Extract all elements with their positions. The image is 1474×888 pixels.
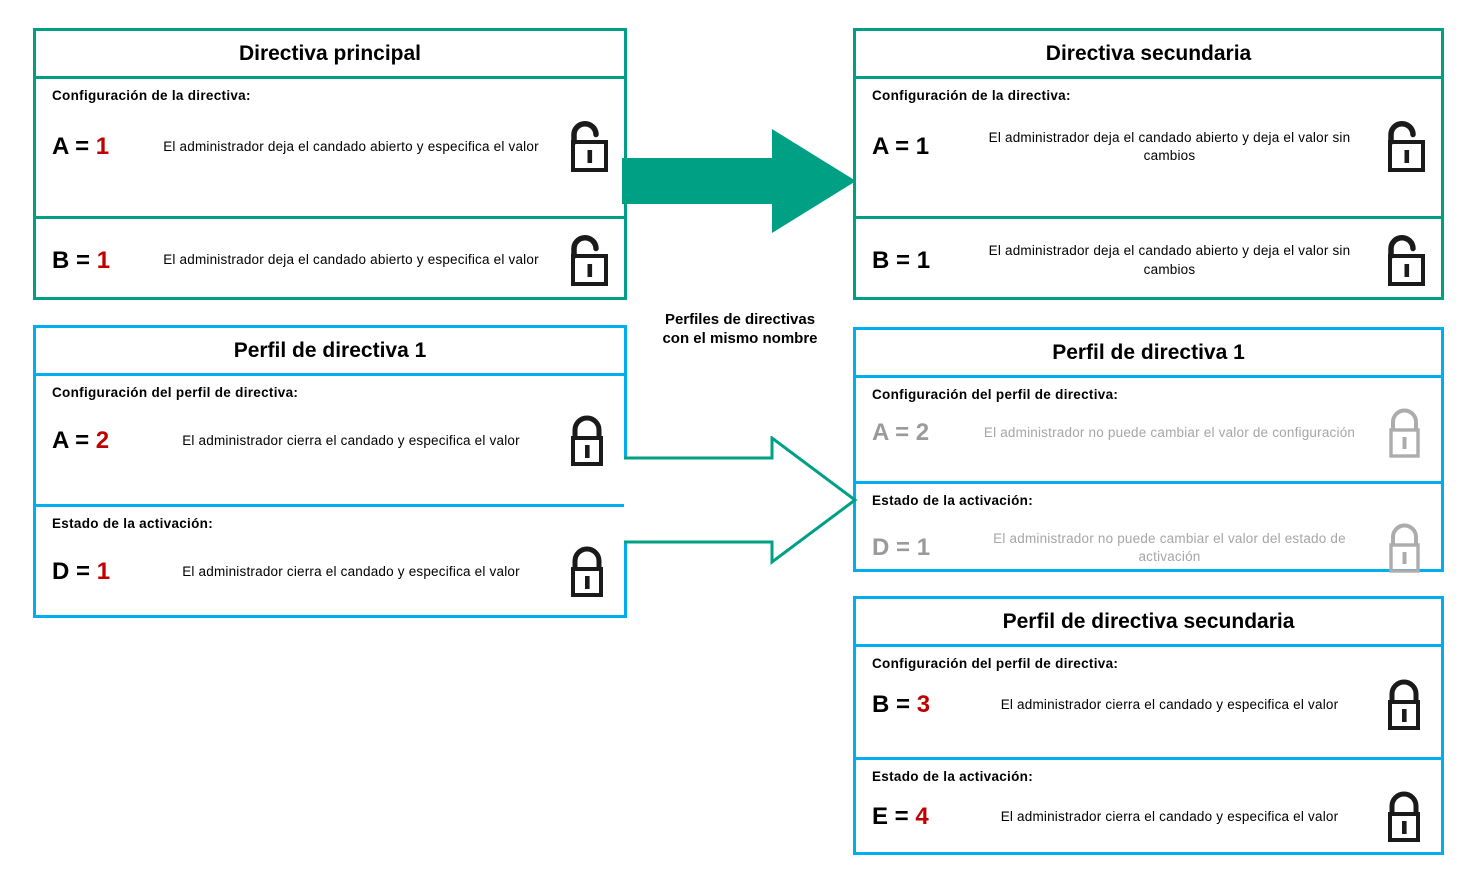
value-pair-A: A = 2 [872, 419, 964, 447]
description-A: El administrador deja el candado abierto… [988, 129, 1351, 163]
key-B: B = [872, 246, 917, 274]
section-label-estado-activacion: Estado de la activación: [872, 769, 1033, 784]
lock-open-icon [1375, 230, 1433, 292]
lock-closed-icon [558, 410, 616, 472]
value-B: 3 [916, 691, 931, 718]
section-estado-activacion: Estado de la activación: D = 1 El admini… [36, 516, 624, 638]
value-pair-A: A = 1 [872, 133, 964, 161]
section-label-configuracion-directiva: Configuración de la directiva: [52, 88, 251, 103]
value-A: 2 [95, 427, 110, 454]
value-pair-D: D = 1 [872, 534, 964, 562]
value-D: 1 [96, 558, 111, 585]
value-B: 1 [96, 246, 111, 274]
row-D: D = 1 El administrador cierra el candado… [36, 531, 624, 613]
box-title-directiva-secundaria: Directiva secundaria [856, 31, 1441, 79]
section-config-directiva-sec-a: Configuración de la directiva: A = 1 El … [856, 88, 1441, 219]
value-A: 2 [915, 419, 930, 446]
row-A: A = 1 El administrador deja el candado a… [36, 103, 624, 191]
value-D: 1 [916, 534, 931, 561]
description-E: El administrador cierra el candado y esp… [1000, 808, 1339, 824]
row-B: B = 3 El administrador cierra el candado… [856, 671, 1441, 739]
description-D: El administrador cierra el candado y esp… [182, 563, 520, 579]
row-B: B = 1 El administrador deja el candado a… [856, 219, 1441, 302]
lock-open-icon [1375, 116, 1433, 178]
lock-closed-icon [558, 541, 616, 603]
lock-open-icon [558, 230, 616, 292]
key-D: D = [52, 558, 97, 585]
key-B: B = [872, 691, 917, 718]
caption-line-2: con el mismo nombre [662, 329, 818, 347]
description-D: El administrador no puede cambiar el val… [993, 530, 1346, 564]
section-label-estado-activacion: Estado de la activación: [52, 516, 213, 531]
section-config-directiva-b: B = 1 El administrador deja el candado a… [36, 219, 624, 302]
caption-line-1: Perfiles de directivas [664, 311, 816, 328]
value-pair-A: A = 2 [52, 427, 144, 455]
box-directiva-principal: Directiva principal Configuración de la … [33, 28, 627, 300]
box-directiva-secundaria: Directiva secundaria Configuración de la… [853, 28, 1444, 300]
box-perfil-directiva-1-derecha: Perfil de directiva 1 Configuración del … [853, 327, 1444, 573]
section-estado-activacion-derecha: Estado de la activación: D = 1 El admini… [856, 493, 1441, 632]
box-title-directiva-principal: Directiva principal [36, 31, 624, 79]
description-A: El administrador no puede cambiar el val… [983, 424, 1356, 440]
value-pair-D: D = 1 [52, 558, 144, 586]
section-config-directiva-sec-b: B = 1 El administrador deja el candado a… [856, 219, 1441, 302]
box-title-perfil-directiva-secundaria: Perfil de directiva secundaria [856, 599, 1441, 647]
row-A: A = 2 El administrador cierra el candado… [36, 400, 624, 482]
description-A: El administrador deja el candado abierto… [163, 138, 539, 154]
box-title-perfil-directiva-1: Perfil de directiva 1 [36, 328, 624, 376]
value-pair-B: B = 1 [52, 247, 144, 275]
box-perfil-directiva-secundaria: Perfil de directiva secundaria Configura… [853, 596, 1444, 855]
section-config-directiva-a: Configuración de la directiva: A = 1 El … [36, 88, 624, 219]
section-label-configuracion-directiva-sec: Configuración de la directiva: [872, 88, 1071, 103]
arrow-right-filled-icon [622, 126, 858, 236]
section-label-configuracion-perfil: Configuración del perfil de directiva: [52, 385, 299, 400]
key-A: A = [872, 133, 916, 160]
value-pair-B: B = 1 [872, 247, 964, 275]
value-A: 1 [95, 133, 110, 160]
row-A: A = 1 El administrador deja el candado a… [856, 103, 1441, 191]
description-A: El administrador cierra el candado y esp… [182, 432, 520, 448]
section-config-perfil-secundaria: Configuración del perfil de directiva: B… [856, 656, 1441, 760]
caption-perfiles-mismo-nombre: Perfiles de directivas con el mismo nomb… [640, 311, 840, 349]
row-E: E = 4 El administrador cierra el candado… [856, 784, 1441, 850]
lock-closed-icon [1375, 786, 1433, 848]
row-B: B = 1 El administrador deja el candado a… [36, 219, 624, 302]
value-B: 1 [916, 246, 931, 274]
section-estado-activacion-secundaria: Estado de la activación: E = 4 El admini… [856, 769, 1441, 870]
value-pair-B: B = 3 [872, 691, 964, 719]
lock-closed-grey-icon [1375, 402, 1433, 464]
key-A: A = [52, 427, 96, 454]
key-A: A = [52, 133, 96, 160]
description-B: El administrador deja el candado abierto… [163, 252, 539, 268]
lock-closed-grey-icon [1375, 517, 1433, 579]
key-B: B = [52, 246, 97, 274]
box-title-perfil-directiva-1-derecha: Perfil de directiva 1 [856, 330, 1441, 378]
value-pair-E: E = 4 [872, 803, 964, 831]
arrow-right-outline-icon [622, 435, 858, 566]
key-D: D = [872, 534, 917, 561]
value-A: 1 [915, 133, 930, 160]
lock-closed-icon [1375, 674, 1433, 736]
lock-open-icon [558, 116, 616, 178]
row-D: D = 1 El administrador no puede cambiar … [856, 508, 1441, 588]
row-A: A = 2 El administrador no puede cambiar … [856, 402, 1441, 464]
key-A: A = [872, 419, 916, 446]
value-E: 4 [915, 803, 929, 830]
section-config-perfil: Configuración del perfil de directiva: A… [36, 385, 624, 507]
description-B: El administrador cierra el candado y esp… [1000, 696, 1339, 712]
section-label-configuracion-perfil: Configuración del perfil de directiva: [872, 387, 1119, 402]
key-E: E = [872, 803, 916, 830]
section-label-configuracion-perfil: Configuración del perfil de directiva: [872, 656, 1119, 671]
value-pair-A: A = 1 [52, 133, 144, 161]
section-config-perfil-derecha: Configuración del perfil de directiva: A… [856, 387, 1441, 484]
description-B: El administrador deja el candado abierto… [988, 243, 1351, 277]
box-perfil-directiva-1-izquierda: Perfil de directiva 1 Configuración del … [33, 325, 627, 618]
section-label-estado-activacion: Estado de la activación: [872, 493, 1033, 508]
